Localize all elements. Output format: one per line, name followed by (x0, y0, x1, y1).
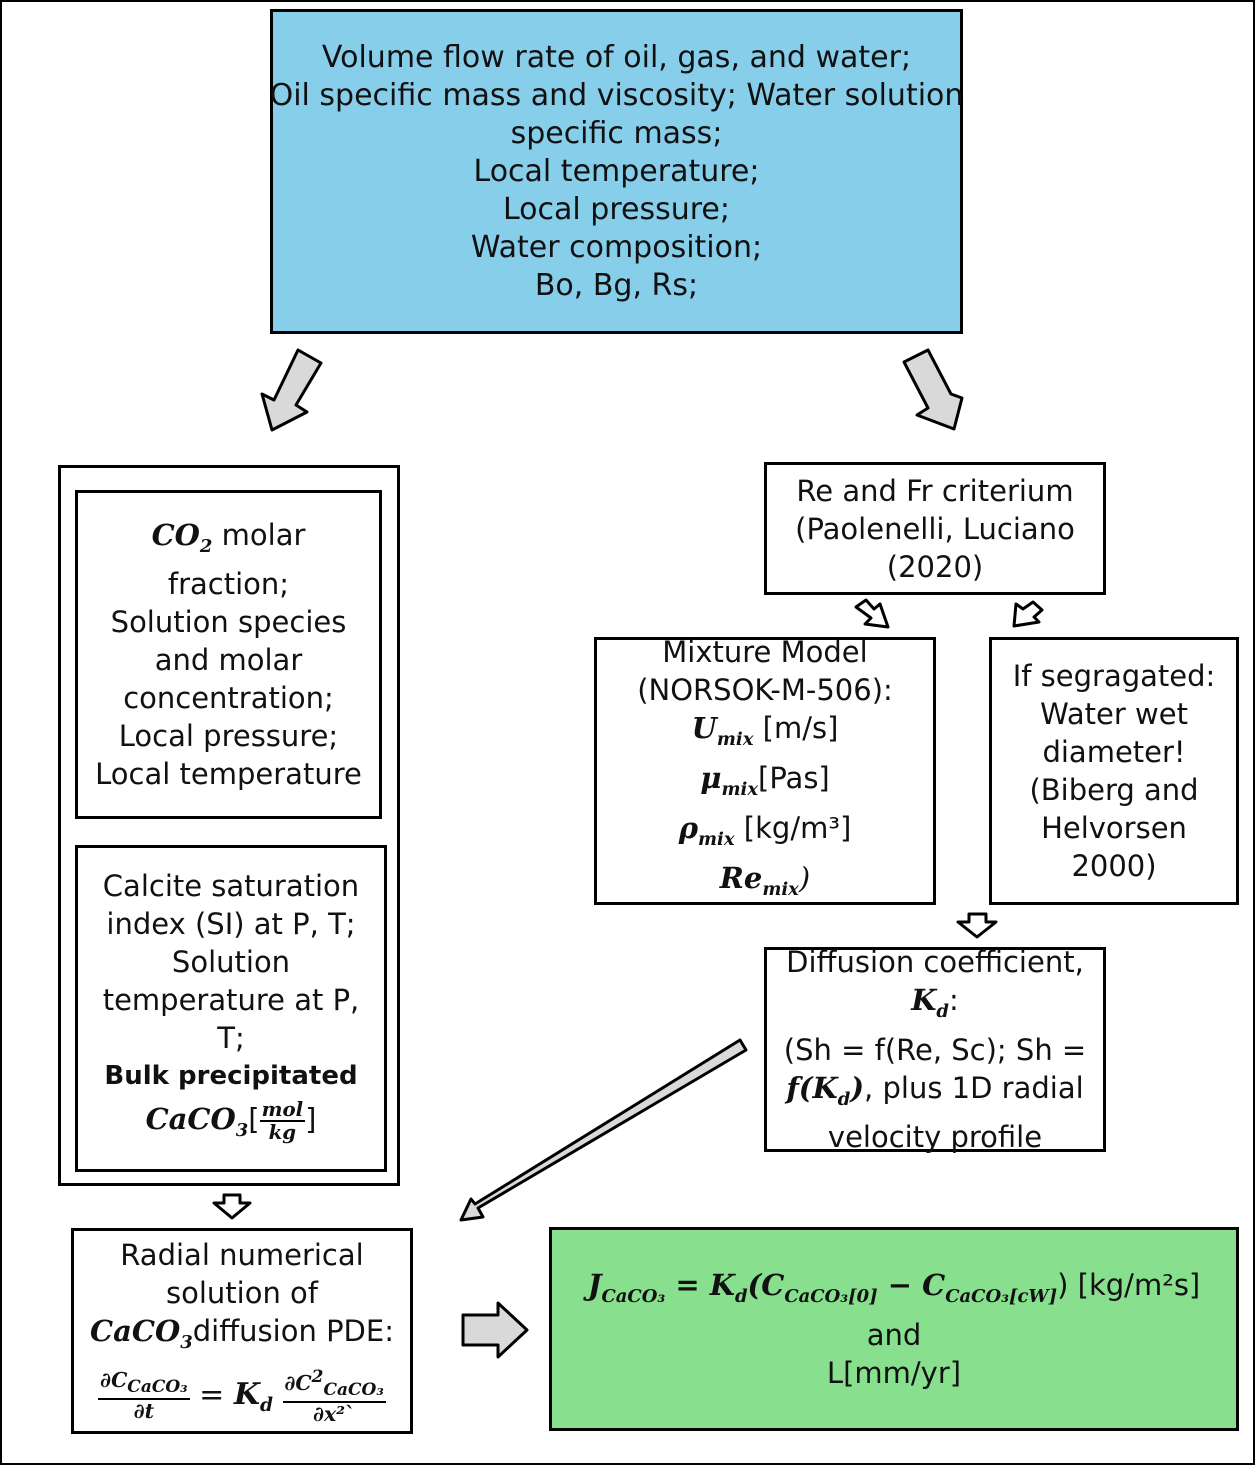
diffusion-line-4: f(Kd), plus 1D radial (786, 1070, 1084, 1110)
speciation-line-3: Solution species (110, 605, 347, 640)
mu-mix-line: μmix[Pas] (700, 761, 830, 800)
segregated-line-6: 2000) (1071, 849, 1157, 883)
diffusion-line-5: velocity profile (827, 1120, 1043, 1155)
input-line-2: Oil specific mass and viscosity; Water s… (269, 77, 964, 113)
saturation-box: Calcite saturation index (SI) at P, T; S… (75, 845, 387, 1172)
segregated-line-3: diameter! (1042, 735, 1186, 769)
saturation-line-1: Calcite saturation (102, 868, 360, 903)
co2-symbol: CO2 (151, 517, 213, 557)
flux-result-box: JCaCO₃ = Kd(CCaCO₃[0] − CCaCO₃[cW]) [kg/… (549, 1227, 1239, 1431)
input-line-7: Bo, Bg, Rs; (534, 267, 699, 303)
saturation-line-4: temperature at P, (102, 982, 360, 1017)
diffusion-line-3: (Sh = f(Re, Sc); Sh = (783, 1032, 1087, 1067)
kd-line: Kd: (911, 982, 959, 1022)
input-line-1: Volume flow rate of oil, gas, and water; (321, 39, 912, 75)
radial-pde-box: Radial numerical solution of CaCO3diffus… (71, 1228, 413, 1434)
rho-mix-line: ρmix [kg/m³] (678, 811, 852, 850)
speciation-box: CO2 molar fraction; Solution species and… (75, 490, 382, 819)
segregated-line-1: If segragated: (1012, 659, 1216, 693)
input-line-5: Local pressure; (503, 191, 730, 227)
flux-equation: JCaCO₃ = Kd(CCaCO₃[0] − CCaCO₃[cW]) [kg/… (587, 1268, 1201, 1307)
speciation-line-7: Local temperature (95, 757, 362, 792)
u-mix-line: Umix [m/s] (691, 711, 839, 751)
criterium-line-3: (2020) (886, 549, 984, 584)
saturation-line-2: index (SI) at P, T; (106, 906, 356, 941)
re-mix-line: Remix) (719, 860, 811, 900)
input-line-3: specific mass; (510, 115, 723, 151)
caco3-symbol: CaCO3 (145, 1102, 249, 1142)
diffusion-coefficient-box: Diffusion coefficient, Kd: (Sh = f(Re, S… (764, 945, 1106, 1154)
loss-rate-text: L[mm/yr] (826, 1355, 962, 1390)
mixture-line-2: (NORSOK-M-506): (637, 673, 893, 708)
speciation-line-4: and molar (154, 643, 303, 678)
speciation-line-5: concentration; (123, 681, 334, 716)
segregated-flow-box: If segragated: Water wet diameter! (Bibe… (989, 637, 1239, 905)
input-line-6: Water composition; (470, 229, 763, 265)
input-parameters-box: Volume flow rate of oil, gas, and water;… (270, 9, 963, 334)
segregated-line-4: (Biberg and (1029, 773, 1199, 807)
diffusion-pde-equation: ∂CCaCO₃∂t = Kd ∂C2CaCO₃∂x²` (98, 1367, 386, 1427)
criterium-line-1: Re and Fr criterium (796, 473, 1074, 508)
criterium-line-2: (Paolenelli, Luciano (795, 511, 1075, 546)
re-fr-criterium-box: Re and Fr criterium (Paolenelli, Luciano… (764, 462, 1106, 595)
input-line-4: Local temperature; (473, 153, 760, 189)
segregated-line-2: Water wet (1040, 697, 1188, 731)
segregated-line-5: Helvorsen (1041, 811, 1187, 845)
co2-line: CO2 molar (151, 517, 306, 557)
left-group-container (58, 465, 400, 1186)
radial-line-1: Radial numerical (120, 1238, 364, 1273)
speciation-line-2: fraction; (167, 567, 290, 602)
radial-line-2: solution of (165, 1276, 318, 1311)
flux-and-text: and (866, 1317, 922, 1352)
saturation-line-3: Solution (171, 944, 291, 979)
mixture-model-box: Mixture Model (NORSOK-M-506): Umix [m/s]… (594, 635, 936, 905)
radial-line-3: CaCO3diffusion PDE: (90, 1314, 394, 1354)
speciation-line-6: Local pressure; (118, 719, 339, 754)
saturation-line-6: Bulk precipitated (104, 1060, 358, 1091)
saturation-line-5: T; (217, 1020, 245, 1055)
mixture-line-1: Mixture Model (662, 635, 868, 670)
diffusion-line-1: Diffusion coefficient, (786, 944, 1084, 979)
